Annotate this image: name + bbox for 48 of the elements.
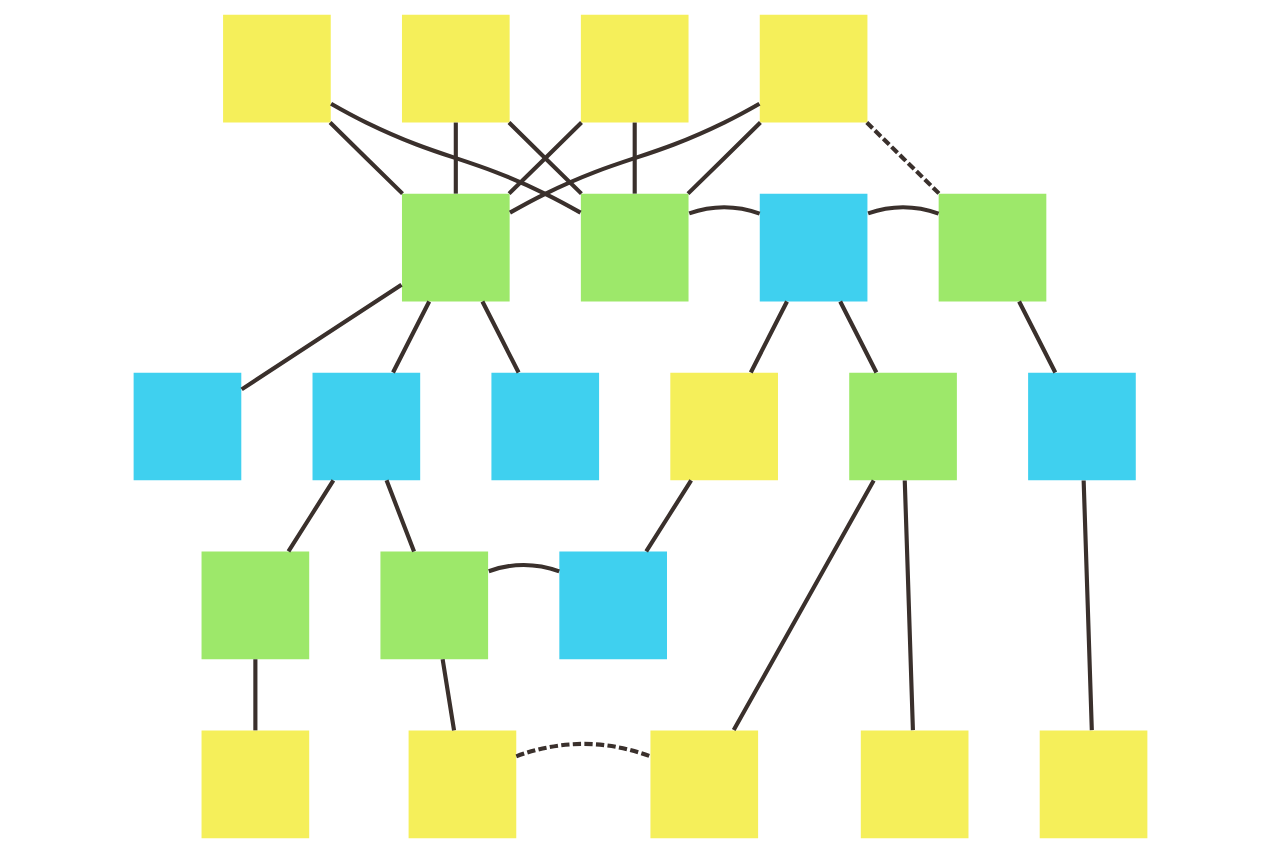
connector <box>328 121 404 196</box>
connector <box>480 300 520 374</box>
node-box <box>401 193 510 302</box>
node-box <box>848 372 957 481</box>
connector <box>902 480 915 731</box>
node-box <box>669 372 778 481</box>
node-box <box>490 372 599 481</box>
node-box <box>580 193 689 302</box>
connector <box>508 101 760 215</box>
connector <box>440 658 456 731</box>
connector <box>507 121 583 196</box>
connector <box>864 121 941 196</box>
node-box <box>408 730 516 839</box>
node-box <box>938 193 1046 302</box>
connector <box>240 283 403 392</box>
connector <box>837 300 878 374</box>
connector <box>515 741 651 759</box>
connector <box>329 101 582 215</box>
node-box <box>201 551 309 660</box>
node-box <box>401 14 510 123</box>
connector <box>390 300 431 374</box>
node-box <box>312 372 420 481</box>
node-box <box>649 730 758 839</box>
node-box <box>1039 730 1147 839</box>
node-box <box>759 193 867 302</box>
connector <box>487 562 560 574</box>
node-box <box>580 14 689 123</box>
connector <box>252 659 257 731</box>
connector <box>686 121 762 196</box>
connector <box>644 479 693 553</box>
connector <box>286 479 335 553</box>
connector <box>632 122 637 194</box>
node-box <box>133 372 241 481</box>
node-box <box>759 14 867 123</box>
connector <box>1081 480 1094 731</box>
node-box <box>558 551 667 660</box>
connector <box>453 122 458 194</box>
connector <box>866 205 939 216</box>
node-box <box>201 730 309 839</box>
connector <box>731 479 875 732</box>
node-box <box>1027 372 1136 481</box>
connector <box>1016 300 1057 374</box>
connector <box>748 300 789 374</box>
connector <box>384 479 416 553</box>
node-box <box>379 551 488 660</box>
node-box <box>222 14 331 123</box>
node-box <box>860 730 968 839</box>
connector <box>688 205 760 216</box>
